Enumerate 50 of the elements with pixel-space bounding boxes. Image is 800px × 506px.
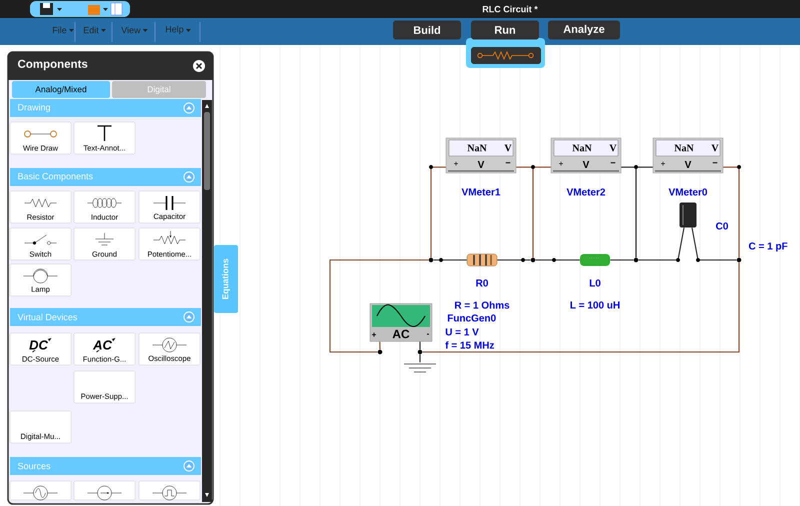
menu-item: Edit	[84, 26, 106, 34]
wire	[422, 262, 740, 353]
voltmeter: NaN V + V −	[652, 138, 724, 174]
function-generator: + AC -	[370, 303, 432, 342]
wire	[723, 166, 740, 258]
wire	[691, 228, 737, 261]
component-label: FuncGen0	[448, 314, 496, 322]
voltmeter: NaN V + V −	[550, 138, 622, 174]
mode-button: Run	[471, 20, 539, 40]
mode-button: Build	[393, 20, 461, 40]
equations-tab: Equations	[214, 245, 238, 313]
component-label: f = 15 MHz	[445, 341, 494, 349]
voltmeter: NaN V + V −	[446, 138, 516, 174]
menu-item: View	[121, 26, 148, 34]
resistor-drawing	[466, 254, 498, 266]
component-label: L = 100 uH	[570, 301, 620, 309]
menu-item: Help	[166, 26, 191, 34]
wire	[610, 259, 634, 261]
tab: Digital	[112, 81, 206, 98]
component-label: C = 1 pF	[748, 242, 788, 252]
wire	[433, 259, 467, 261]
wire	[419, 354, 421, 362]
capacitor-drawing	[680, 202, 696, 228]
mode-button: Analyze	[548, 20, 620, 40]
section-header: Drawing	[10, 99, 201, 117]
tab: Analog/Mixed	[12, 81, 110, 98]
wire	[638, 228, 685, 261]
component-label: U = 1 V	[446, 328, 479, 336]
section-header: Virtual Devices	[10, 308, 201, 326]
wire	[532, 166, 551, 258]
wire	[635, 166, 653, 258]
wire	[329, 259, 429, 353]
component-label: R = 1 Ohms	[455, 301, 510, 309]
menu-item: File	[52, 26, 74, 34]
wire	[379, 342, 380, 350]
component-label: R0	[476, 279, 488, 287]
component-label: C0	[716, 222, 728, 230]
component-label: VMeter0	[668, 188, 708, 196]
wire	[497, 259, 531, 261]
component-label: VMeter2	[566, 188, 606, 196]
ground-symbol	[404, 364, 436, 372]
component-label: VMeter1	[462, 188, 500, 196]
inductor-drawing	[580, 254, 610, 266]
wire	[419, 342, 421, 350]
component-label: L0	[590, 279, 600, 287]
wire	[535, 259, 580, 261]
panel-header: Components	[8, 52, 213, 80]
section-header: Sources	[10, 457, 201, 475]
section-header: Basic Components	[10, 168, 201, 186]
wire	[430, 166, 446, 258]
